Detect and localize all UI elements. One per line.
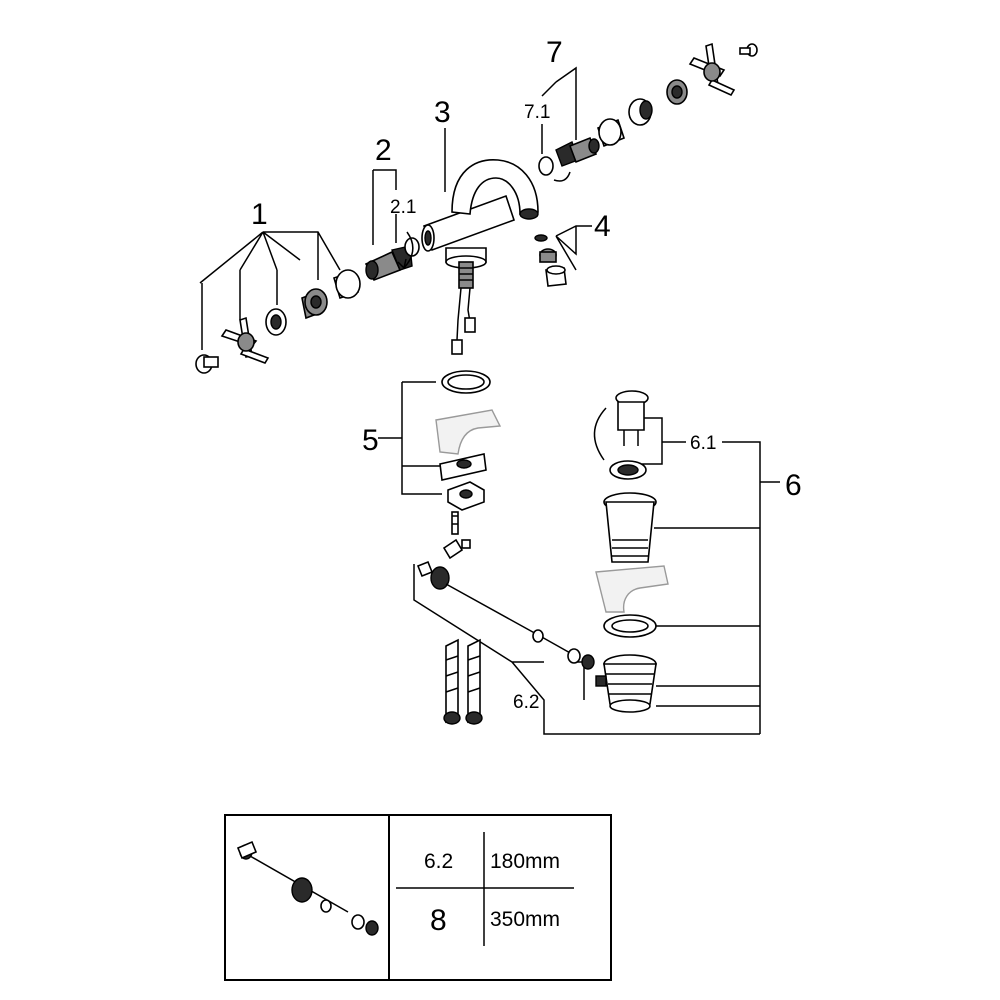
- table-row-1-length: 180mm: [490, 850, 560, 873]
- rod-clamp: [442, 538, 471, 560]
- sleeve-right: [597, 118, 625, 148]
- callout-7-1: 7.1: [524, 102, 550, 123]
- callout-6-2: 6.2: [513, 692, 539, 713]
- callout-labels: 1 2 2.1 3 4 5 6 6.1 6.2 7 7.1: [251, 36, 802, 713]
- cartridge-left-assembly: [364, 169, 420, 282]
- pivot-rod: [430, 566, 573, 655]
- callout-6: 6: [785, 469, 802, 502]
- cap-ring-left: [265, 308, 287, 336]
- aerator-assembly: [534, 225, 592, 287]
- aerator-insert: [539, 248, 557, 263]
- table-row-2-length: 350mm: [490, 908, 560, 931]
- adapter-right: [628, 98, 653, 126]
- cross-handle-right: [688, 42, 736, 97]
- mounting-nut: [447, 481, 485, 511]
- callout-1: 1: [251, 198, 268, 231]
- cartridge-right: [555, 136, 600, 167]
- plug-seal: [609, 460, 647, 480]
- table-row-1-code: 6.2: [424, 850, 453, 873]
- mounting-washer: [439, 453, 487, 481]
- callout-2-1: 2.1: [390, 197, 416, 218]
- waste-body-lower: [595, 654, 657, 713]
- callout-6-1: 6.1: [690, 433, 716, 454]
- popup-plug: [615, 390, 649, 446]
- mounting-bolt-right: [465, 638, 483, 725]
- callout-4: 4: [594, 210, 611, 243]
- sleeve-left: [333, 269, 361, 300]
- spout-body: [421, 128, 539, 355]
- mounting-gasket: [441, 370, 491, 394]
- mounting-bolts: [443, 638, 483, 725]
- callout-7: 7: [546, 36, 563, 69]
- rod-clip: [416, 560, 434, 578]
- waste-body-upper: [603, 492, 657, 563]
- handle-screw-left: [195, 354, 219, 374]
- callout-5: 5: [362, 424, 379, 457]
- popup-rod-assembly: [413, 511, 760, 735]
- mounting-support-plate: [435, 409, 502, 455]
- callout-3: 3: [434, 96, 451, 129]
- mounting-bolt-left: [443, 638, 461, 725]
- cap-ring-right: [666, 79, 688, 105]
- aerator-washer: [534, 234, 548, 242]
- waste-support-ghost: [595, 565, 669, 613]
- callout-2: 2: [375, 134, 392, 167]
- cartridge-left: [364, 245, 413, 282]
- rod-length-table: 6.2 180mm 8 350mm: [224, 814, 612, 981]
- cross-handle-left: [220, 316, 270, 364]
- left-handle-assembly: [195, 231, 361, 374]
- adapter-left: [301, 288, 328, 320]
- right-handle-assembly: [538, 42, 758, 182]
- lift-rod-pin: [451, 511, 459, 535]
- aerator-housing: [545, 265, 567, 287]
- table-rod-illustration: [236, 840, 379, 936]
- waste-assembly: [593, 390, 780, 734]
- waste-gasket: [603, 614, 657, 638]
- handle-screw-right: [739, 43, 758, 57]
- table-row-2-code: 8: [430, 904, 447, 937]
- o-ring-right: [538, 156, 571, 182]
- mounting-kit: [378, 370, 502, 511]
- pivot-nut: [567, 648, 595, 670]
